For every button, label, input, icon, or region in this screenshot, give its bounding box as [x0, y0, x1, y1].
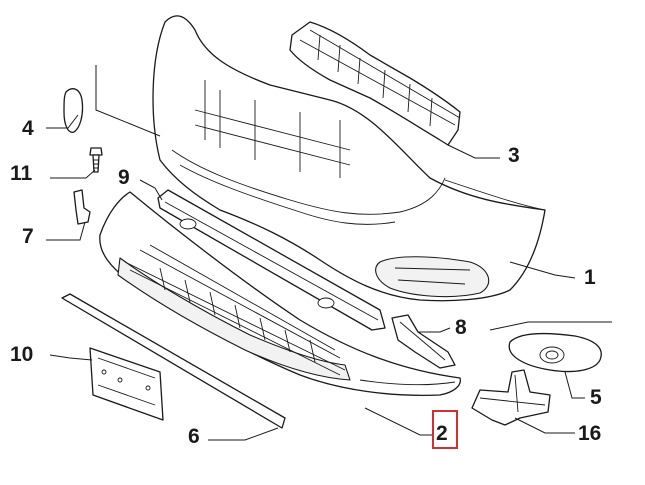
lower-crossmember — [157, 189, 386, 331]
corner-trim-bracket — [391, 314, 456, 369]
clip-part — [63, 88, 84, 133]
front-bumper-cover — [152, 15, 546, 302]
callout-6: 6 — [188, 425, 200, 448]
callout-11: 11 — [10, 162, 33, 185]
fog-lamp-bracket — [471, 369, 551, 426]
callout-7: 7 — [22, 225, 34, 248]
lower-spoiler-grille — [99, 191, 461, 396]
callout-5: 5 — [590, 386, 602, 409]
callout-3: 3 — [508, 144, 520, 167]
callout-8: 8 — [455, 316, 467, 339]
leader-lines — [46, 65, 612, 441]
bolt — [89, 147, 103, 173]
callout-2-highlight — [432, 410, 458, 449]
callout-9: 9 — [118, 166, 130, 189]
callout-1: 1 — [584, 266, 596, 289]
callout-4: 4 — [22, 117, 34, 140]
callout-2: 2 — [436, 422, 448, 445]
trim-clip — [73, 189, 91, 225]
fog-lamp — [508, 332, 602, 373]
lower-trim-strip — [61, 293, 286, 429]
callout-10: 10 — [10, 343, 33, 366]
callout-16: 16 — [578, 422, 601, 445]
callout-labels: 1 2 3 4 5 6 7 8 9 10 11 16 — [10, 117, 602, 449]
license-plate-bracket — [89, 347, 164, 421]
